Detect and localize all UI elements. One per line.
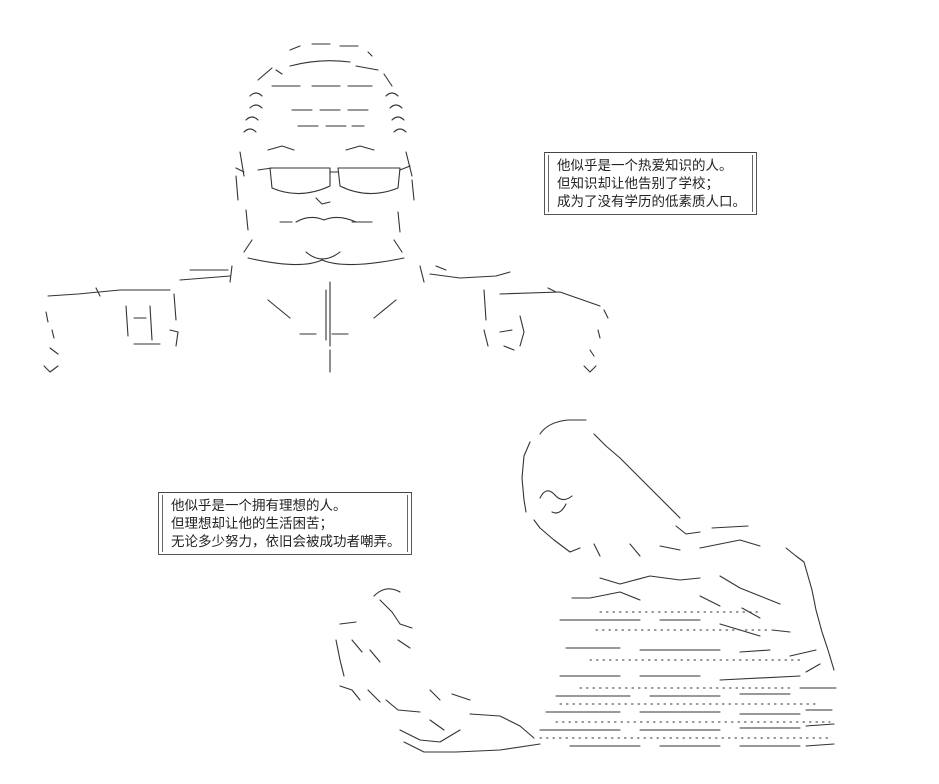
glasses-man-figure — [43, 43, 609, 373]
caption-box-ideals: 他似乎是一个拥有理想的人。 但理想却让他的生活困苦； 无论多少努力，依旧会被成功… — [158, 492, 412, 555]
caption-line: 他似乎是一个热爱知识的人。 — [557, 158, 733, 174]
caption-line: 但知识却让他告别了学校； — [557, 176, 719, 192]
caption-line: 但理想却让他的生活困苦； — [171, 516, 333, 532]
caption-line: 无论多少努力，依旧会被成功者嘲弄。 — [171, 534, 401, 550]
caption-line: 成为了没有学历的低素质人口。 — [557, 194, 746, 210]
caption-line: 他似乎是一个拥有理想的人。 — [171, 498, 347, 514]
caption-box-knowledge: 他似乎是一个热爱知识的人。 但知识却让他告别了学校； 成为了没有学历的低素质人口… — [544, 152, 757, 215]
bowing-man-figure — [335, 419, 837, 753]
